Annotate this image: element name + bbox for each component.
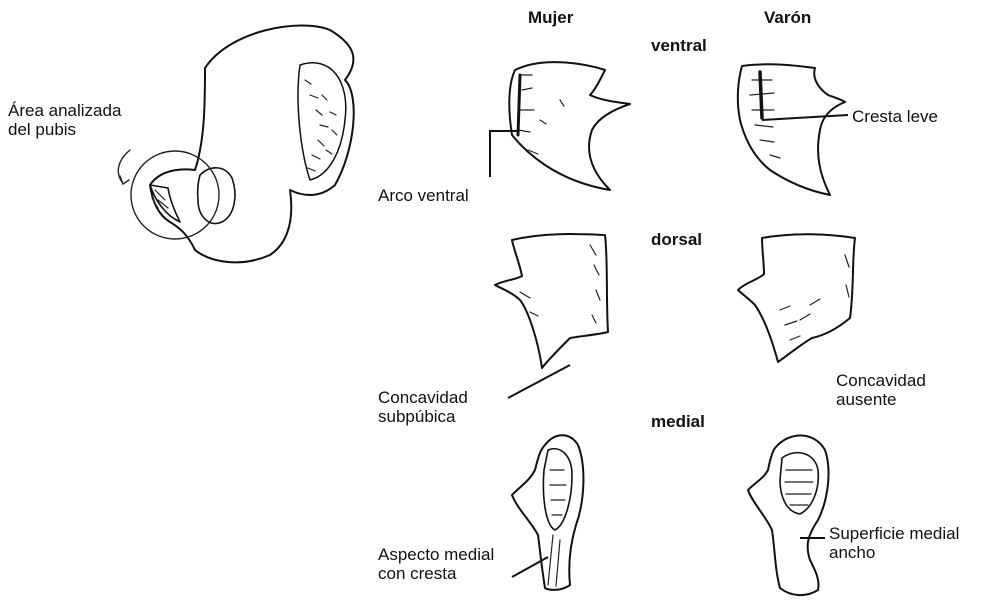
view-label-medial: medial: [651, 412, 705, 432]
leader-arco-ventral: [490, 131, 517, 177]
female-ventral-illustration: [509, 62, 630, 190]
male-medial-illustration: [748, 435, 829, 595]
view-label-dorsal: dorsal: [651, 230, 702, 250]
hip-bone-illustration: [118, 26, 353, 263]
male-ventral-illustration: [738, 64, 845, 195]
female-medial-illustration: [512, 435, 583, 590]
female-dorsal-illustration: [495, 234, 608, 368]
view-label-ventral: ventral: [651, 36, 707, 56]
label-arco-ventral: Arco ventral: [378, 186, 469, 205]
label-area-analizada: Área analizada del pubis: [8, 101, 121, 139]
male-dorsal-illustration: [738, 234, 855, 362]
label-concavidad-ausente: Concavidad ausente: [836, 371, 926, 409]
leader-concavidad-subpubica: [508, 365, 570, 398]
leader-cresta-leve: [762, 115, 848, 120]
label-cresta-leve: Cresta leve: [852, 107, 938, 126]
column-header-female: Mujer: [528, 8, 573, 28]
label-aspecto-medial: Aspecto medial con cresta: [378, 545, 494, 583]
column-header-male: Varón: [764, 8, 811, 28]
label-superficie-medial: Superficie medial ancho: [829, 524, 959, 562]
label-concavidad-subpubica: Concavidad subpúbica: [378, 388, 468, 426]
